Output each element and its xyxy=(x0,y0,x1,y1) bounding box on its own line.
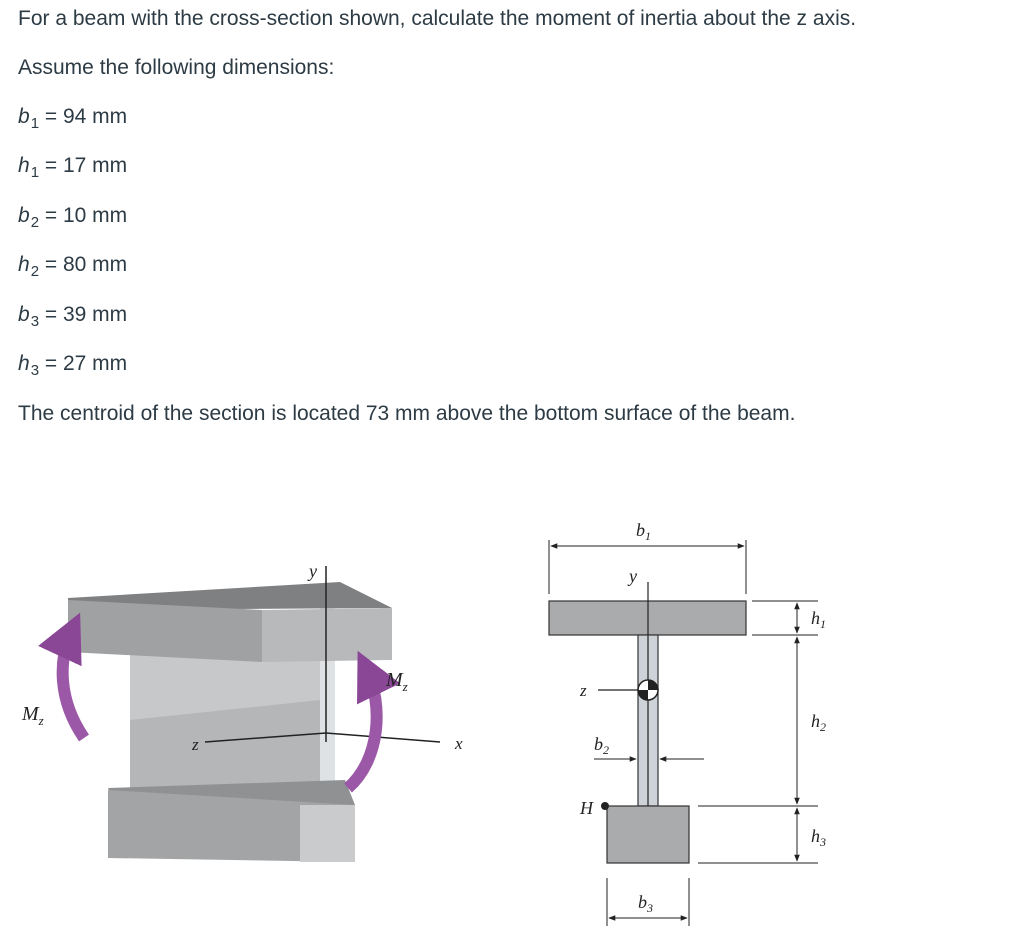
moment-arrow-left xyxy=(38,612,90,742)
dim-symbol: b xyxy=(18,303,30,326)
h-point-icon xyxy=(601,802,609,810)
dim-symbol: h xyxy=(18,352,30,375)
dim-b3-label: b3 xyxy=(638,892,653,915)
moment-arrow-right xyxy=(343,650,401,793)
bottom-flange-side xyxy=(300,805,355,862)
dim-h1-label: h1 xyxy=(811,608,826,631)
dimension-b1: b1 = 94 mm xyxy=(18,104,127,132)
left-z-label: z xyxy=(191,735,199,754)
dimension-h2: h2 = 80 mm xyxy=(18,252,127,280)
centroid-text: The centroid of the section is located 7… xyxy=(18,402,796,425)
top-flange-front xyxy=(68,600,262,662)
dim-value: = 39 mm xyxy=(44,303,128,326)
dim-subscript: 2 xyxy=(30,263,40,280)
top-flange-side xyxy=(262,608,392,662)
assume-text: Assume the following dimensions: xyxy=(18,56,335,79)
dim-h3-label: h3 xyxy=(811,826,826,849)
dimension-b2: b2 = 10 mm xyxy=(18,203,127,231)
dim-subscript: 3 xyxy=(30,362,40,379)
top-flange-top xyxy=(68,582,392,610)
dimension-h3: h3 = 27 mm xyxy=(18,351,127,379)
z-axis-line xyxy=(204,732,327,743)
dim-value: = 94 mm xyxy=(44,105,128,128)
dimension-b3: b3 = 39 mm xyxy=(18,302,127,330)
cross-section: y z H b1 b2 b3 h1 xyxy=(548,520,826,926)
dim-subscript: 1 xyxy=(30,164,40,181)
beam-3d: y z x Mz Mz xyxy=(21,561,463,862)
dim-symbol: h xyxy=(18,154,30,177)
section-z-label: z xyxy=(579,681,587,700)
dim-b1-label: b1 xyxy=(636,520,651,543)
dim-value: = 17 mm xyxy=(44,154,128,177)
dim-symbol: b xyxy=(18,105,30,128)
beam-figure: y z x Mz Mz y z H b1 xyxy=(21,520,826,926)
left-x-label: x xyxy=(454,734,463,753)
section-flange-bottom xyxy=(606,805,690,864)
centroid-icon xyxy=(637,679,659,701)
moment-label-left: Mz xyxy=(21,703,44,728)
dim-symbol: b xyxy=(18,204,30,227)
dim-b2-label: b2 xyxy=(594,734,609,757)
dim-symbol: h xyxy=(18,253,30,276)
dim-subscript: 1 xyxy=(30,115,40,132)
section-H-label: H xyxy=(579,798,594,818)
x-axis-line xyxy=(325,732,441,743)
dim-value: = 80 mm xyxy=(44,253,128,276)
dimension-h1: h1 = 17 mm xyxy=(18,153,127,181)
bottom-flange-front xyxy=(108,790,355,862)
left-y-label: y xyxy=(307,561,317,581)
problem-intro: For a beam with the cross-section shown,… xyxy=(18,7,857,30)
moment-label-right: Mz xyxy=(385,669,408,694)
dim-subscript: 3 xyxy=(30,313,40,330)
dim-value: = 10 mm xyxy=(44,204,128,227)
dim-h2-label: h2 xyxy=(811,711,826,734)
dim-value: = 27 mm xyxy=(44,352,128,375)
dim-subscript: 2 xyxy=(30,214,40,231)
section-y-label: y xyxy=(627,566,637,586)
